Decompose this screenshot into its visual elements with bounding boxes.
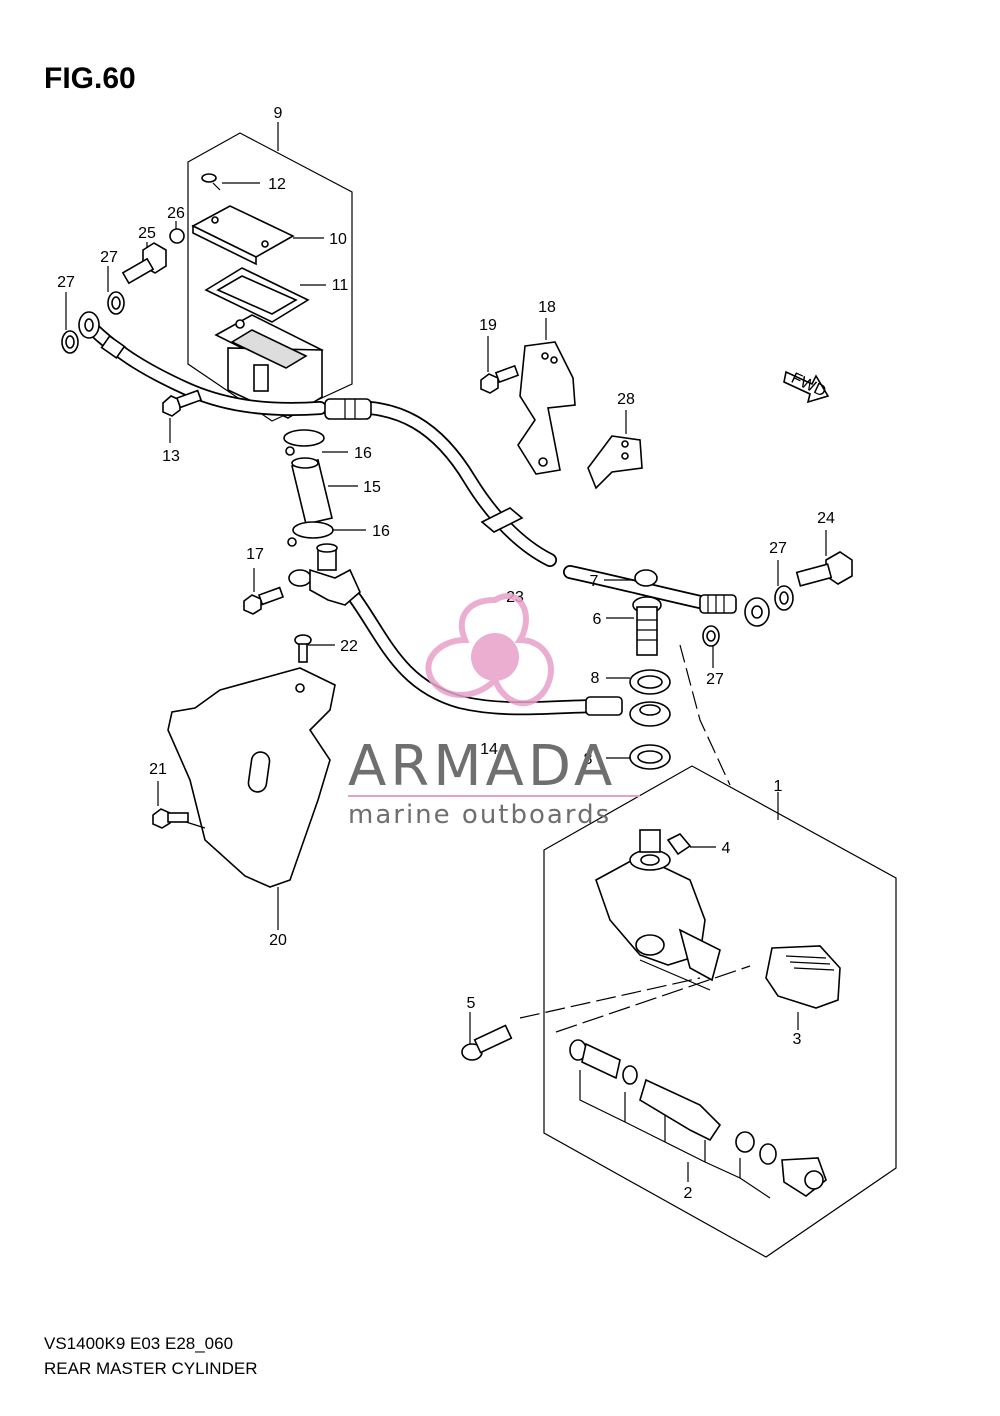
washer-8-upper-icon [606, 669, 671, 695]
hose-fitting-upper-icon [324, 398, 372, 420]
callout-16-upper: 16 [354, 445, 372, 462]
bolt-17-icon [243, 568, 285, 615]
hose-clamp-upper-icon [283, 429, 348, 456]
model-code: VS1400K9 E03 E28_060 [44, 1334, 234, 1353]
washer-27-c-icon [774, 560, 794, 611]
callout-8-upper: 8 [591, 670, 600, 687]
union-bolt-6-icon [606, 596, 662, 656]
callout-2: 2 [684, 1185, 693, 1202]
cover-20-icon [167, 667, 336, 930]
callout-11: 11 [332, 277, 349, 294]
reservoir-diaphragm-icon [204, 267, 326, 323]
callout-28: 28 [617, 391, 635, 408]
rubber-cap-7-icon [604, 569, 658, 587]
callout-3: 3 [793, 1031, 802, 1048]
callout-17: 17 [246, 546, 264, 563]
figure-title: FIG.60 [44, 62, 136, 95]
hose-joint-bracket-icon [288, 543, 361, 606]
callout-1: 1 [774, 778, 783, 795]
master-cylinder-group-frame [543, 644, 897, 1258]
reservoir-group-frame [187, 122, 353, 422]
washer-27-a-icon [61, 292, 79, 354]
master-cylinder-body-icon [595, 829, 721, 991]
callout-22: 22 [340, 638, 358, 655]
hose-clamp-lower-icon [287, 521, 366, 547]
callout-16-lower: 16 [372, 523, 390, 540]
banjo-fitting-lower-icon [585, 696, 671, 727]
bolt-5-icon [461, 977, 701, 1061]
bolt-21-icon [152, 781, 189, 829]
union-bolt-25-icon [121, 242, 167, 285]
watermark-logo-icon [425, 593, 554, 707]
watermark-brand: ARMADA [348, 734, 616, 799]
callout-14: 14 [480, 741, 498, 758]
hose-15-icon [291, 457, 358, 525]
hose-clamp-23-icon [480, 507, 524, 533]
callout-25: 25 [138, 225, 156, 242]
hose-23 [328, 400, 707, 609]
assembly-name: REAR MASTER CYLINDER [44, 1359, 258, 1378]
callout-27-c: 27 [769, 540, 787, 557]
bolt-13-icon [162, 389, 203, 443]
watermark-tagline: marine outboards [348, 800, 611, 830]
callout-20: 20 [269, 932, 287, 949]
washer-27-d-icon [702, 625, 720, 668]
banjo-fitting-left-icon [78, 311, 126, 360]
piston-kit-2-icon [555, 965, 827, 1199]
callout-15: 15 [363, 479, 381, 496]
bracket-18-icon [517, 318, 576, 475]
union-bolt-24-icon [795, 530, 853, 587]
callout-5: 5 [467, 995, 476, 1012]
clip-4-icon [666, 833, 716, 856]
callout-10: 10 [329, 231, 347, 248]
washer-8-lower-icon [606, 744, 671, 770]
washer-27-b-icon [107, 266, 125, 315]
bolt-22-icon [294, 634, 335, 663]
callout-26: 26 [167, 205, 185, 222]
callout-18: 18 [538, 299, 556, 316]
cap-26-icon [169, 221, 185, 244]
callout-19: 19 [479, 317, 497, 334]
callout-13: 13 [162, 448, 180, 465]
callout-8-lower: 8 [584, 751, 593, 768]
boot-3-icon [765, 945, 841, 1030]
callout-7: 7 [590, 573, 599, 590]
banjo-fitting-right-icon [699, 594, 770, 627]
callout-6: 6 [593, 611, 602, 628]
bolt-19-icon [480, 336, 520, 394]
callout-4: 4 [722, 840, 731, 857]
callout-27-b: 27 [100, 249, 118, 266]
reservoir-cap-icon [191, 205, 324, 266]
callout-27-d: 27 [706, 671, 724, 688]
reservoir-screw-icon [201, 173, 260, 191]
hose-14 [348, 591, 619, 716]
callout-27-a: 27 [57, 274, 75, 291]
callout-12: 12 [268, 176, 286, 193]
bracket-28-icon [587, 410, 643, 490]
callout-24: 24 [817, 510, 835, 527]
reservoir-body-icon [214, 314, 324, 419]
callout-9: 9 [274, 105, 283, 122]
fwd-label: FWD [788, 370, 828, 401]
callout-21: 21 [149, 761, 167, 778]
forward-direction-icon: FWD [783, 370, 830, 404]
